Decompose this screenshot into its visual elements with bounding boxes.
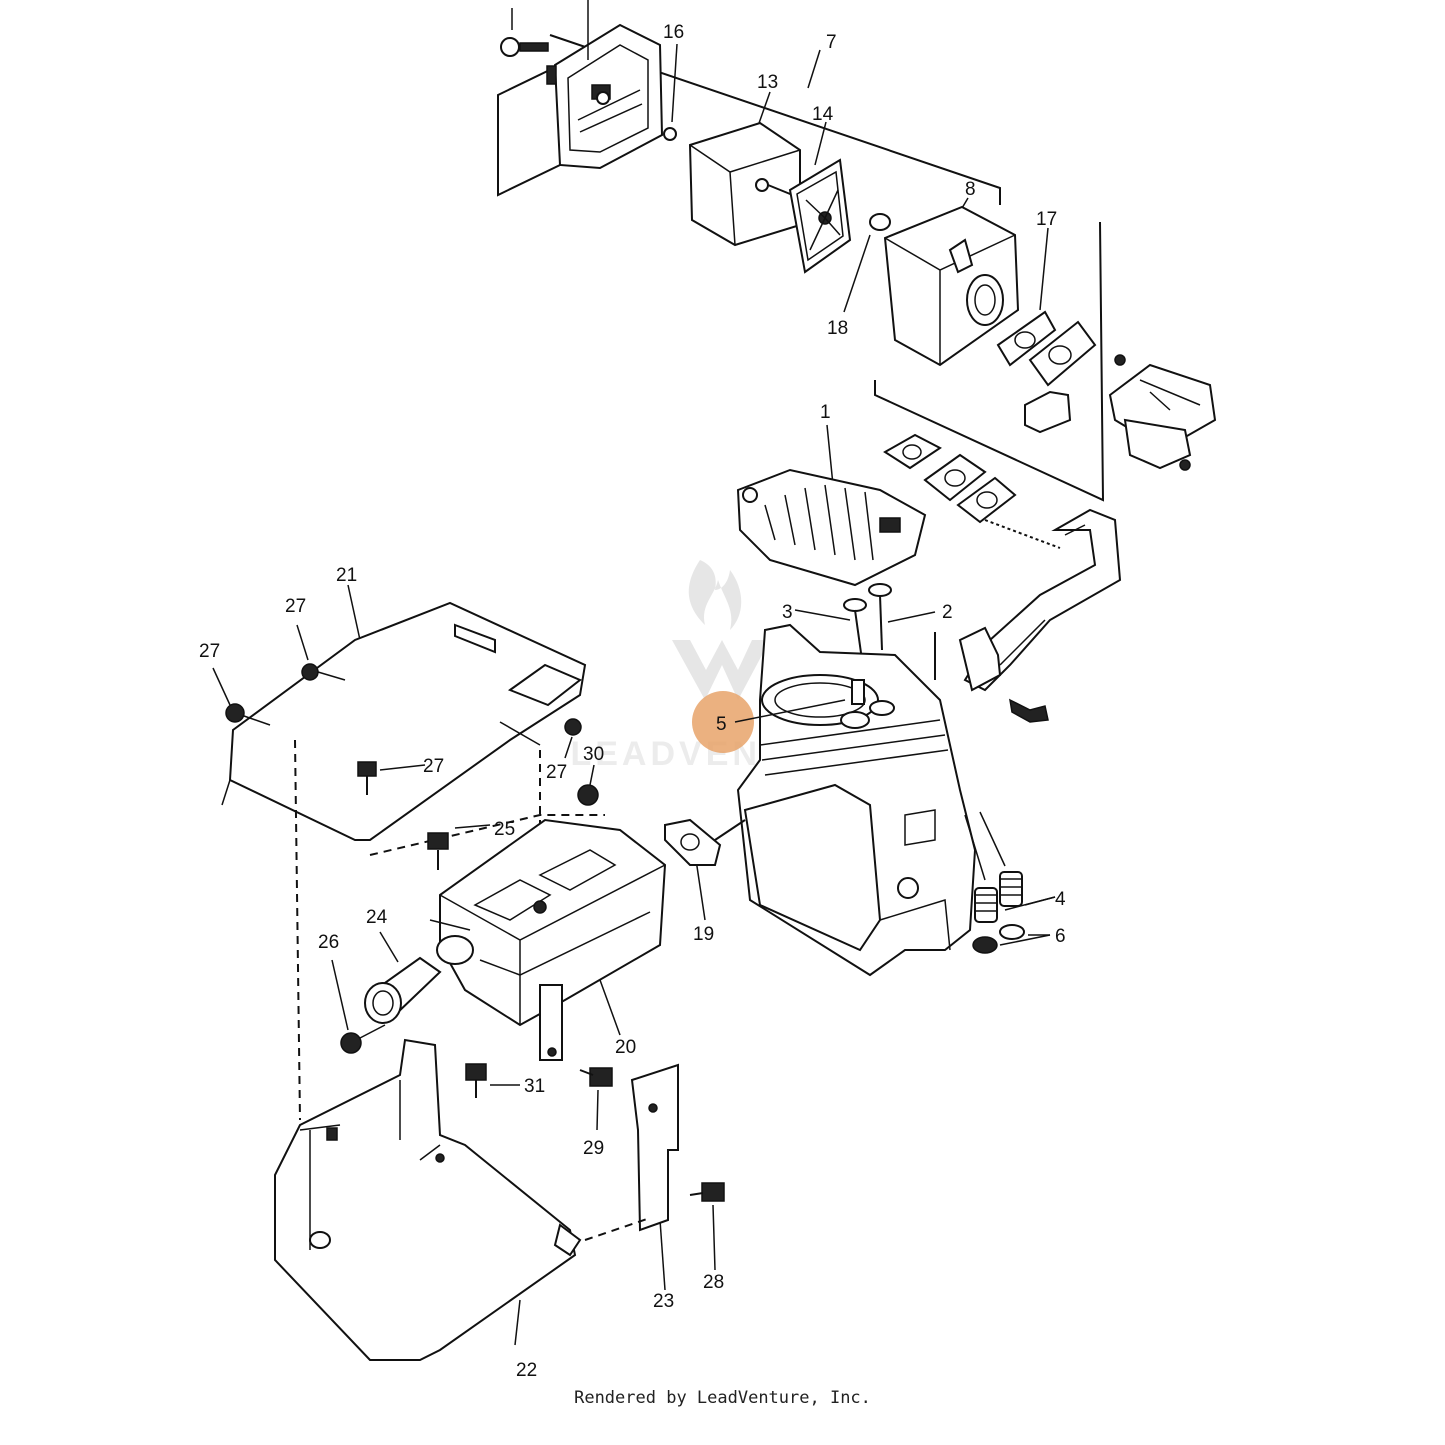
part-label-27b[interactable]: 27 [199,641,220,662]
part-label-4[interactable]: 4 [1055,889,1066,910]
part-label-13[interactable]: 13 [757,72,778,93]
part-label-22[interactable]: 22 [516,1360,537,1381]
screw-27b[interactable] [225,703,271,726]
screw-28[interactable] [689,1182,725,1202]
air-cleaner-group-bracket [549,34,1001,205]
screw-25[interactable] [427,832,449,870]
cylinder-head[interactable] [736,468,927,587]
part-label-30[interactable]: 30 [583,744,604,765]
part-label-7[interactable]: 7 [826,32,837,53]
part-label-18[interactable]: 18 [827,318,848,339]
carburetor[interactable] [1108,354,1217,471]
highlighted-part-marker[interactable] [692,691,754,753]
footer-credit: Rendered by LeadVenture, Inc. [574,1388,871,1408]
part-label-28[interactable]: 28 [703,1272,724,1293]
intake-gasket-set[interactable] [883,433,1017,524]
part-label-2[interactable]: 2 [942,602,953,623]
air-filter-element[interactable] [788,158,852,274]
part-label-21[interactable]: 21 [336,565,357,586]
screw-31[interactable] [465,1063,487,1098]
part-label-14[interactable]: 14 [812,104,834,125]
part-label-17[interactable]: 17 [1036,209,1057,230]
part-label-6[interactable]: 6 [1055,926,1066,947]
part-label-25[interactable]: 25 [494,819,515,840]
part-label-31[interactable]: 31 [524,1076,545,1097]
carburetor-spacer[interactable] [1024,320,1097,434]
foam-precleaner[interactable] [688,121,801,247]
screw-27d[interactable] [564,718,582,736]
muffler[interactable] [429,818,667,1061]
part-label-23[interactable]: 23 [653,1291,674,1312]
part-label-27a[interactable]: 27 [285,596,306,617]
part-label-27d[interactable]: 27 [546,762,567,783]
exhaust-gasket[interactable] [664,818,722,866]
screw-26[interactable] [340,1024,386,1054]
exhaust-valve[interactable] [843,598,867,661]
part-label-1[interactable]: 1 [820,402,831,423]
part-label-20[interactable]: 20 [615,1037,636,1058]
muffler-guard-upper[interactable] [221,601,587,841]
part-label-16[interactable]: 16 [663,22,684,43]
cylinder-block[interactable] [736,623,977,977]
part-label-26[interactable]: 26 [318,932,339,953]
air-cleaner-cover[interactable] [497,0,664,197]
intake-valve[interactable] [868,583,892,651]
exhaust-pipe[interactable] [958,508,1122,723]
part-label-3[interactable]: 3 [782,602,793,623]
retainer-clip[interactable] [663,127,677,141]
screw-27c[interactable] [357,761,377,795]
screw-27a[interactable] [301,663,346,681]
part-label-5[interactable]: 5 [716,714,727,735]
muffler-bracket[interactable] [630,1063,679,1232]
muffler-outlet[interactable] [364,956,442,1024]
part-label-24[interactable]: 24 [366,907,388,928]
part-label-27c[interactable]: 27 [423,756,444,777]
grommet[interactable] [869,213,891,231]
valve-spring-retainer[interactable] [972,924,1025,954]
intake-gasket-bracket [874,221,1105,502]
carburetor-gasket[interactable] [996,310,1057,367]
part-label-8[interactable]: 8 [965,179,976,200]
muffler-guard-lower[interactable] [274,1038,582,1361]
screw-29[interactable] [579,1067,613,1087]
flange-nut[interactable] [577,784,599,806]
part-label-29[interactable]: 29 [583,1138,604,1159]
valve-spring[interactable] [974,871,1023,923]
part-label-19[interactable]: 19 [693,924,714,945]
air-cleaner-base[interactable] [883,205,1020,367]
